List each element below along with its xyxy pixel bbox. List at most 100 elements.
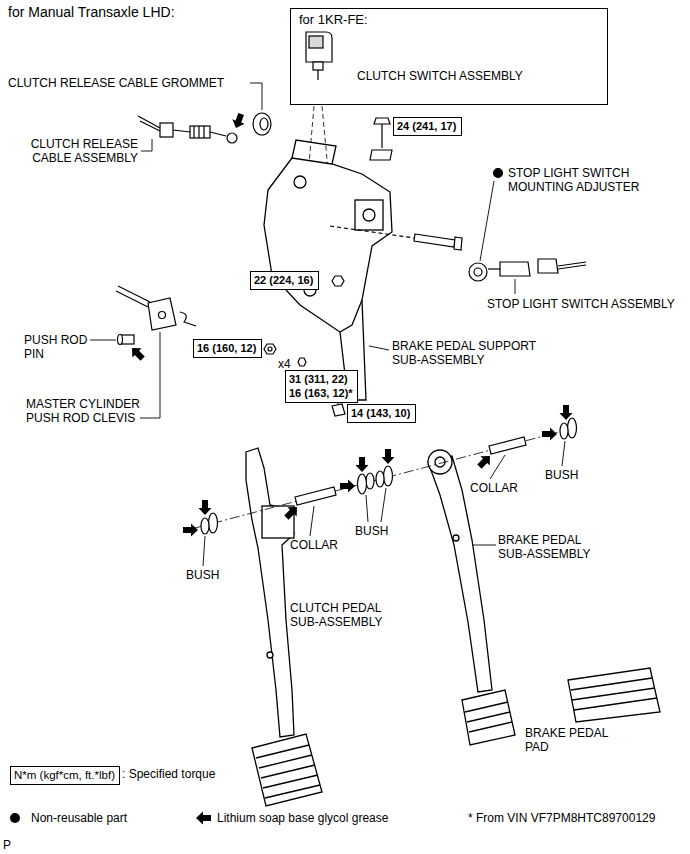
torque-value: 14 (143, 10) bbox=[351, 406, 412, 420]
inset-box: for 1KR-FE: CLUTCH SWITCH ASSEMBLY bbox=[290, 8, 608, 105]
part-label: COLLAR bbox=[470, 481, 518, 495]
part-label: CLUTCH RELEASE CABLE ASSEMBLY bbox=[18, 137, 138, 166]
leader-line bbox=[562, 441, 565, 466]
clutch-pedal bbox=[259, 755, 312, 768]
release-cable bbox=[227, 133, 237, 143]
release-cable bbox=[140, 121, 160, 131]
leader-line bbox=[369, 346, 389, 350]
bolt bbox=[370, 150, 392, 160]
stop-light-switch bbox=[500, 262, 530, 276]
collar bbox=[489, 437, 526, 454]
brake-pedal bbox=[462, 690, 515, 745]
grease-arrow bbox=[382, 449, 395, 464]
legend-sample bbox=[8, 811, 28, 825]
bolt bbox=[374, 118, 390, 124]
leader-line bbox=[90, 340, 116, 341]
inset-heading: for 1KR-FE: bbox=[299, 12, 368, 29]
leader-line bbox=[473, 545, 496, 546]
push-rod-clevis bbox=[118, 335, 123, 345]
release-cable bbox=[193, 126, 194, 138]
brake-pedal bbox=[428, 450, 452, 474]
push-rod-clevis bbox=[116, 291, 148, 307]
part-label: STOP LIGHT SWITCH MOUNTING ADJUSTER bbox=[508, 166, 658, 195]
collar bbox=[295, 437, 526, 505]
torque-value: 24 (241, 17) bbox=[397, 119, 458, 133]
clutch-pedal bbox=[267, 652, 273, 658]
cable-grommet bbox=[253, 113, 271, 135]
bush bbox=[376, 471, 384, 487]
grease-arrow bbox=[199, 500, 212, 515]
torque-box: 16 (160, 12) bbox=[193, 339, 262, 358]
clutch-pedal bbox=[265, 785, 320, 798]
legend-text: Lithium soap base glycol grease bbox=[217, 811, 388, 825]
stop-light-switch bbox=[558, 265, 586, 269]
stop-light-switch bbox=[474, 268, 482, 276]
bolt bbox=[332, 404, 345, 416]
brake-pedal-pad bbox=[574, 698, 657, 710]
bolt bbox=[414, 234, 455, 247]
clutch-pedal bbox=[256, 745, 309, 758]
part-label: BRAKE PEDAL PAD bbox=[525, 726, 625, 755]
legend-item: Non-reusable part bbox=[8, 811, 127, 825]
bolt bbox=[454, 237, 462, 250]
part-label: CLUTCH RELEASE CABLE GROMMET bbox=[8, 76, 224, 90]
release-cable bbox=[203, 126, 204, 138]
clutch-switch bbox=[306, 32, 332, 62]
bush bbox=[568, 418, 577, 438]
diagram-title: for Manual Transaxle LHD: bbox=[8, 4, 175, 21]
clutch-pedal bbox=[252, 734, 322, 806]
torque-box: 14 (143, 10) bbox=[347, 404, 416, 423]
clutch-switch bbox=[313, 62, 323, 70]
torque-unit-box: N*m (kgf*cm, ft.*lbf) bbox=[10, 766, 120, 785]
release-cable bbox=[160, 123, 173, 137]
nut bbox=[264, 344, 276, 354]
bush bbox=[366, 473, 374, 489]
bush bbox=[560, 423, 568, 439]
clutch-pedal bbox=[246, 448, 294, 737]
legend-item: Lithium soap base glycol grease bbox=[194, 811, 388, 825]
torque-box: 24 (241, 17) bbox=[393, 117, 462, 136]
brake-pedal bbox=[453, 535, 459, 541]
clutch-switch bbox=[306, 32, 332, 80]
release-cable bbox=[190, 126, 210, 138]
quantity-note: x4 bbox=[278, 357, 291, 371]
clutch-pedal bbox=[261, 765, 315, 778]
center-line bbox=[195, 427, 578, 528]
center-line bbox=[195, 427, 578, 528]
grease-arrow bbox=[560, 405, 573, 420]
part-label: BUSH bbox=[545, 468, 578, 482]
grease-arrow bbox=[475, 451, 495, 471]
brake-pedal-pad bbox=[568, 668, 660, 722]
pedal-support-bracket bbox=[294, 176, 306, 188]
brake-pedal bbox=[435, 457, 445, 467]
part-label: STOP LIGHT SWITCH ASSEMBLY bbox=[487, 297, 675, 311]
part-label: BUSH bbox=[355, 524, 388, 538]
push-rod-clevis bbox=[148, 298, 176, 330]
brake-pedal-pad bbox=[568, 668, 660, 722]
leader-line bbox=[203, 536, 205, 566]
clutch-pedal bbox=[263, 775, 318, 788]
stop-light-switch bbox=[488, 268, 500, 269]
release-cable bbox=[210, 132, 226, 136]
release-cable bbox=[198, 126, 199, 138]
part-label: BUSH bbox=[186, 568, 219, 582]
brake-pedal-pad bbox=[572, 688, 655, 700]
figure-code: P bbox=[3, 838, 11, 852]
part-label: CLUTCH PEDAL SUB-ASSEMBLY bbox=[290, 601, 395, 630]
grease-arrow bbox=[356, 457, 369, 472]
push-rod-clevis bbox=[180, 312, 196, 326]
torque-value: N*m (kgf*cm, ft.*lbf) bbox=[14, 768, 116, 783]
non-reusable-dot bbox=[10, 813, 20, 823]
grease-arrow bbox=[282, 502, 302, 522]
leader-line bbox=[381, 488, 386, 522]
clutch-switch bbox=[309, 36, 323, 48]
collar bbox=[295, 487, 336, 505]
cable-grommet bbox=[253, 113, 271, 135]
part-label: CLUTCH SWITCH ASSEMBLY bbox=[357, 69, 523, 85]
part-label: MASTER CYLINDER PUSH ROD CLEVIS bbox=[26, 397, 151, 426]
release-cable bbox=[173, 130, 190, 132]
grease-arrow bbox=[542, 428, 557, 441]
leader-line bbox=[141, 139, 152, 151]
push-rod-clevis bbox=[116, 286, 196, 345]
